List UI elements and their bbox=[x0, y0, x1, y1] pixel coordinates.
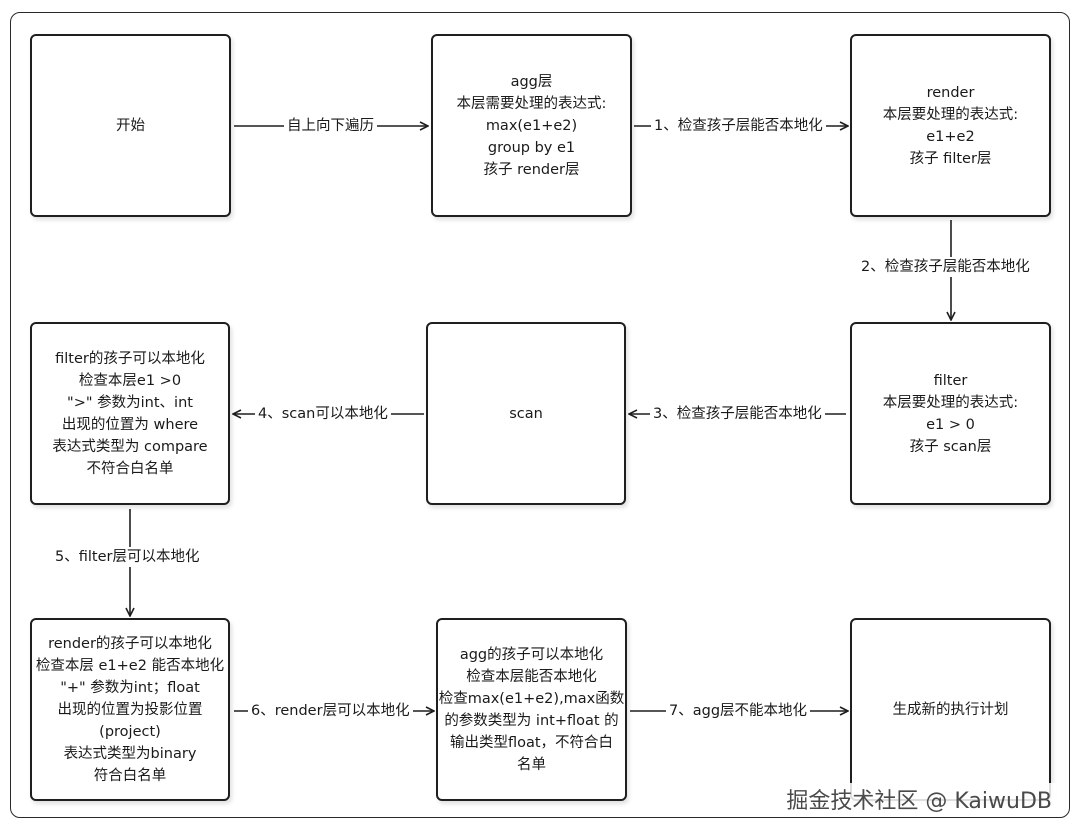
node-text-line: 不符合白名单 bbox=[86, 460, 174, 477]
node-text-line: e1+e2 bbox=[926, 128, 975, 145]
node-text-line: 检查max(e1+e2),max函数 bbox=[438, 690, 625, 707]
node-text-line: scan bbox=[509, 405, 543, 422]
node-text-line: agg层 bbox=[510, 73, 553, 90]
node-text-line: filter bbox=[933, 372, 968, 389]
node-agg: agg层本层需要处理的表达式: max(e1+e2) group by e1 孩子 r… bbox=[431, 34, 632, 217]
edge-label-traverse: 自上向下遍历 bbox=[284, 116, 377, 136]
watermark: 掘金技术社区 @ KaiwuDB bbox=[782, 783, 1056, 815]
node-text-line: 本层要处理的表达式: bbox=[882, 394, 1019, 411]
node-text-line: 检查本层 e1+e2 能否本地化 bbox=[35, 657, 225, 674]
node-text-line: max(e1+e2) bbox=[485, 117, 578, 134]
edge-label-7: 7、agg层不能本地化 bbox=[666, 701, 811, 721]
node-text-line: render bbox=[926, 84, 975, 101]
node-text-line: 出现的位置为投影位置 bbox=[57, 701, 203, 718]
edge-label-2: 2、检查孩子层能否本地化 bbox=[858, 257, 1033, 277]
node-text-line: 开始 bbox=[116, 117, 145, 134]
node-text-line: filter的孩子可以本地化 bbox=[55, 350, 205, 367]
node-filter-check: filter的孩子可以本地化检查本层e1 >0 ">" 参数为int、int 出现的… bbox=[30, 322, 230, 505]
node-text-line: group by e1 bbox=[487, 139, 576, 156]
node-text-line: 表达式类型为binary bbox=[63, 745, 197, 762]
node-text-line: 检查本层e1 >0 bbox=[78, 372, 182, 389]
node-text-line: 本层要处理的表达式: bbox=[882, 106, 1019, 123]
node-text-line: e1 > 0 bbox=[926, 416, 975, 433]
node-scan: scan bbox=[426, 322, 626, 505]
node-render: render 本层要处理的表达式: e1+e2 孩子 filter层 bbox=[850, 34, 1051, 217]
node-text-line: agg的孩子可以本地化 bbox=[459, 646, 604, 663]
node-start: 开始 bbox=[30, 34, 231, 217]
node-text-line: 名单 bbox=[517, 756, 546, 773]
node-agg-check: agg的孩子可以本地化检查本层能否本地化检查max(e1+e2),max函数的参… bbox=[436, 618, 627, 801]
diagram-frame bbox=[10, 12, 1070, 818]
node-text-line: 孩子 render层 bbox=[483, 161, 580, 178]
node-text-line: "+" 参数为int；float bbox=[60, 679, 200, 696]
node-text-line: 的参数类型为 int+float 的 bbox=[444, 712, 619, 729]
node-text-line: 输出类型float，不符合白 bbox=[449, 734, 614, 751]
node-text-line: 符合白名单 bbox=[93, 767, 167, 784]
node-text-line: 出现的位置为 where bbox=[61, 416, 199, 433]
node-text-line: render的孩子可以本地化 bbox=[48, 635, 212, 652]
edge-label-5: 5、filter层可以本地化 bbox=[52, 547, 203, 567]
edge-label-4: 4、scan可以本地化 bbox=[255, 404, 391, 424]
node-text-line: 孩子 filter层 bbox=[909, 150, 992, 167]
node-text-line: 生成新的执行计划 bbox=[892, 701, 1009, 718]
node-text-line: 表达式类型为 compare bbox=[52, 438, 208, 455]
node-text-line: 检查本层能否本地化 bbox=[466, 668, 597, 685]
node-text-line: 本层需要处理的表达式: bbox=[456, 95, 607, 112]
edge-label-1: 1、检查孩子层能否本地化 bbox=[651, 116, 826, 136]
node-plan: 生成新的执行计划 bbox=[850, 618, 1051, 801]
node-text-line: 孩子 scan层 bbox=[909, 438, 992, 455]
node-render-check: render的孩子可以本地化检查本层 e1+e2 能否本地化 "+" 参数为int… bbox=[30, 618, 230, 801]
node-text-line: ">" 参数为int、int bbox=[67, 394, 193, 411]
edge-label-3: 3、检查孩子层能否本地化 bbox=[650, 404, 825, 424]
node-text-line: (project) bbox=[99, 723, 161, 740]
edge-label-6: 6、render层可以本地化 bbox=[248, 701, 413, 721]
node-filter: filter 本层要处理的表达式: e1 > 0 孩子 scan层 bbox=[850, 322, 1051, 505]
